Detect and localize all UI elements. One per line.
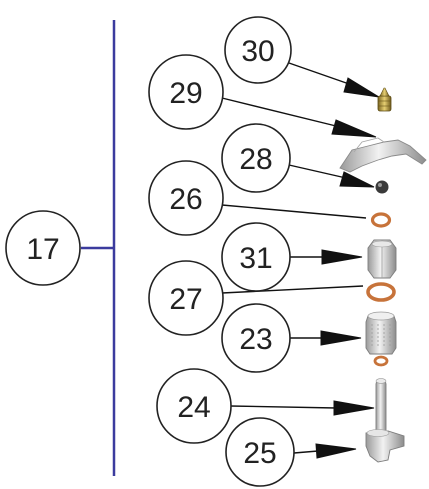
balloon-label: 29 (169, 77, 202, 110)
balloon-label: 26 (169, 183, 202, 216)
balloon-24: 24 (156, 368, 232, 444)
balloon-label: 30 (241, 35, 274, 68)
balloon-label: 25 (243, 437, 276, 470)
part-26-o-ring-small (370, 212, 392, 228)
part-o-ring-spacer (373, 355, 389, 367)
part-30-tip-nozzle (377, 87, 392, 112)
parts (339, 87, 427, 463)
balloon-label: 24 (177, 391, 210, 424)
part-31-hex-nut (367, 239, 397, 279)
balloon-label: 31 (239, 242, 272, 275)
assembly-balloon-17: 17 (5, 210, 81, 286)
assembly-balloon-label: 17 (26, 233, 59, 266)
balloon-27: 27 (148, 260, 224, 336)
balloon-25: 25 (225, 417, 295, 487)
part-29-lever-clip (339, 137, 427, 173)
leader-lines (221, 62, 380, 459)
balloon-28: 28 (221, 123, 291, 193)
part-24-spindle-pin (375, 378, 387, 434)
balloon-label: 27 (169, 283, 202, 316)
balloon-30: 30 (224, 16, 292, 84)
assembly-bracket (81, 20, 116, 476)
balloon-29: 29 (148, 54, 224, 130)
balloon-26: 26 (148, 160, 224, 236)
part-25-base-flange (365, 429, 405, 463)
balloon-label: 28 (239, 143, 272, 176)
part-23-knurled-bushing (365, 311, 397, 355)
part-28-ball (375, 180, 389, 194)
balloons: 30 29 28 26 31 27 23 24 (148, 16, 295, 487)
balloon-label: 23 (239, 323, 272, 356)
part-27-o-ring-large (366, 282, 396, 302)
balloon-23: 23 (221, 303, 291, 373)
balloon-31: 31 (221, 222, 291, 292)
